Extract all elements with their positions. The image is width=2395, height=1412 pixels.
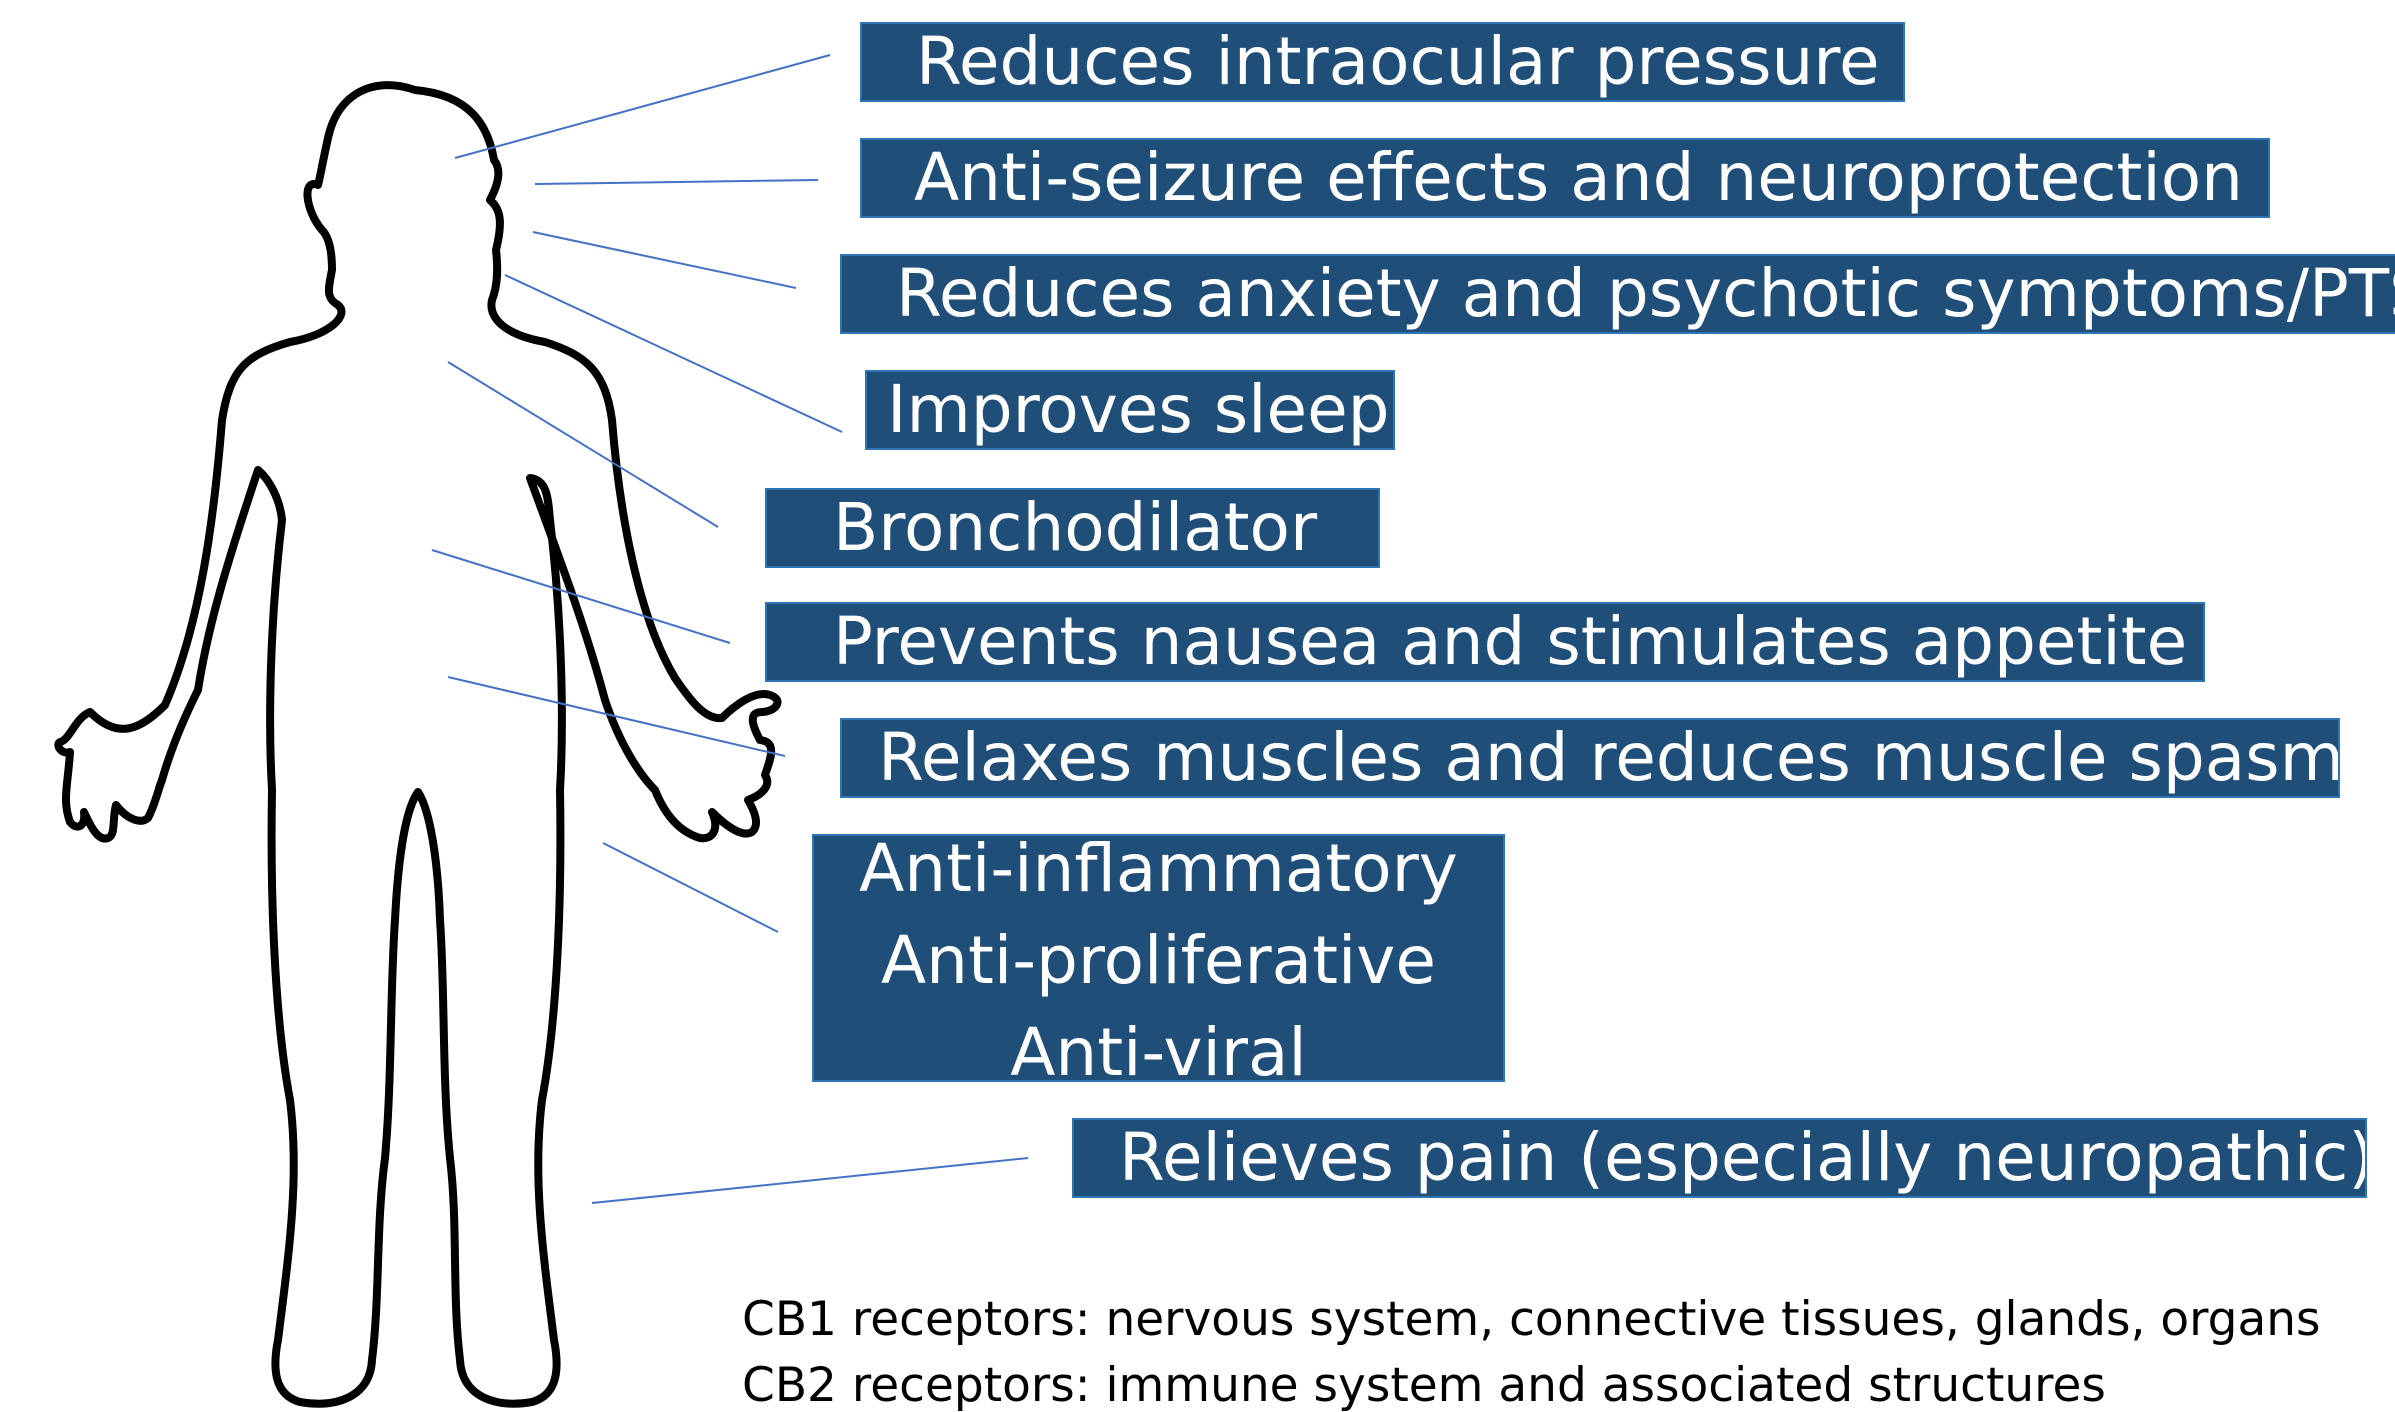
effect-label-muscles: Relaxes muscles and reduces muscle spasm… — [878, 725, 2340, 791]
receptor-note-cb1: CB1 receptors: nervous system, connectiv… — [742, 1292, 2321, 1347]
effect-label-bronchodilator: Bronchodilator — [833, 495, 1317, 561]
connector-line — [455, 55, 830, 158]
effect-label-pain: Relieves pain (especially neuropathic) — [1119, 1125, 2367, 1191]
effect-label-anxiety: Reduces anxiety and psychotic symptoms/P… — [896, 261, 2395, 327]
effect-box-sleep: Improves sleep — [865, 370, 1395, 450]
connector-line — [533, 232, 796, 288]
effect-box-muscles: Relaxes muscles and reduces muscle spasm… — [840, 718, 2340, 798]
connector-line — [505, 275, 842, 432]
connector-line — [448, 362, 718, 527]
effect-box-anti: Anti-inflammatory Anti-proliferative Ant… — [812, 834, 1505, 1082]
effect-box-intraocular: Reduces intraocular pressure — [860, 22, 1905, 102]
effect-label-intraocular: Reduces intraocular pressure — [916, 29, 1880, 95]
effect-label-nausea: Prevents nausea and stimulates appetite — [833, 609, 2187, 675]
effect-box-bronchodilator: Bronchodilator — [765, 488, 1380, 568]
connector-line — [592, 1158, 1028, 1203]
effect-label-anti-viral: Anti-viral — [814, 1020, 1503, 1082]
effect-box-nausea: Prevents nausea and stimulates appetite — [765, 602, 2205, 682]
receptor-note-cb2: CB2 receptors: immune system and associa… — [742, 1358, 2106, 1412]
effect-label-sleep: Improves sleep — [887, 377, 1390, 443]
effect-box-anxiety: Reduces anxiety and psychotic symptoms/P… — [840, 254, 2395, 334]
effect-label-anti-proliferative: Anti-proliferative — [814, 928, 1503, 994]
connector-line — [448, 677, 785, 756]
human-body-outline — [58, 85, 777, 1404]
connector-line — [603, 843, 778, 932]
connector-line — [535, 180, 818, 184]
effect-box-seizure: Anti-seizure effects and neuroprotection — [860, 138, 2270, 218]
effect-label-seizure: Anti-seizure effects and neuroprotection — [914, 145, 2243, 211]
effect-label-anti-inflammatory: Anti-inflammatory — [814, 836, 1503, 902]
effect-box-pain: Relieves pain (especially neuropathic) — [1072, 1118, 2367, 1198]
